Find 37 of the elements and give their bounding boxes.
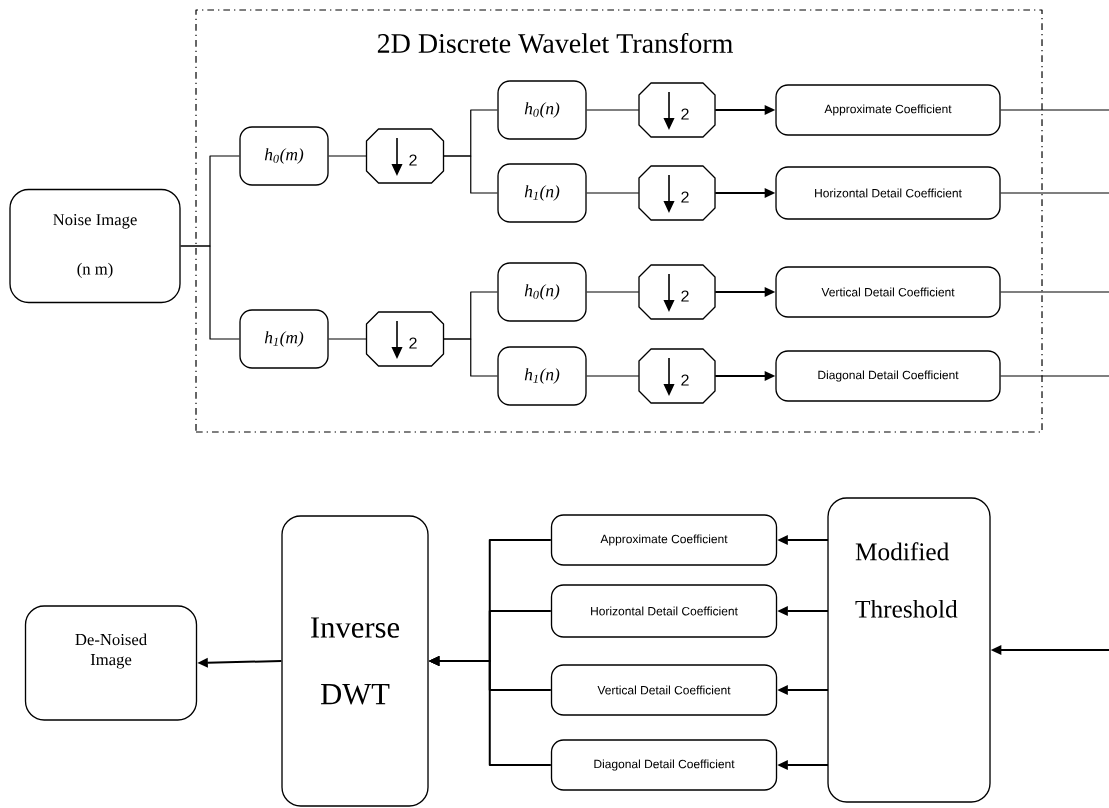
coefficient-box: Vertical Detail Coefficient: [775, 266, 1001, 318]
connector-line: [1000, 375, 1109, 377]
downsampler-octagon: 2: [638, 348, 716, 404]
process-box: Modified Threshold: [827, 497, 991, 803]
filter-box: h$_{0}$(m): [239, 126, 329, 186]
connector-line: [180, 245, 240, 340]
coefficient-box: Horizontal Detail Coefficient: [550, 584, 778, 638]
filter-box: h$_{1}$(m): [239, 309, 329, 369]
downsampler-octagon: 2: [365, 311, 445, 367]
downsampler-octagon: 2: [365, 128, 445, 184]
coefficient-box: Vertical Detail Coefficient: [550, 664, 778, 716]
connector-line: [1000, 109, 1109, 111]
filter-box: h$_{0}$(n): [497, 262, 587, 322]
connector-line: [1000, 192, 1109, 194]
downsampler-octagon: 2: [638, 165, 716, 221]
connector-line: [443, 155, 498, 194]
connector-line: [586, 375, 640, 377]
filter-box: h$_{1}$(n): [497, 163, 587, 223]
coefficient-box: Horizontal Detail Coefficient: [775, 166, 1001, 220]
downsampler-octagon: 2: [638, 82, 716, 138]
connector-line: [586, 109, 640, 111]
image-box: Noise Image (n m): [9, 188, 181, 304]
coefficient-box: Diagonal Detail Coefficient: [550, 739, 778, 791]
connector-line: [328, 155, 367, 157]
connector-line: [328, 338, 367, 340]
connector-line: [586, 192, 640, 194]
connector-line: [1000, 291, 1109, 293]
filter-box: h$_{0}$(n): [497, 80, 587, 140]
connector-line: [443, 338, 498, 377]
connector-line: [586, 291, 640, 293]
image-box: De-Noised Image: [24, 605, 198, 721]
coefficient-box: Approximate Coefficient: [775, 84, 1001, 136]
filter-box: h$_{1}$(n): [497, 346, 587, 406]
coefficient-box: Diagonal Detail Coefficient: [775, 350, 1001, 402]
process-box: Inverse DWT: [281, 515, 429, 807]
downsampler-octagon: 2: [638, 264, 716, 320]
coefficient-box: Approximate Coefficient: [550, 514, 778, 566]
